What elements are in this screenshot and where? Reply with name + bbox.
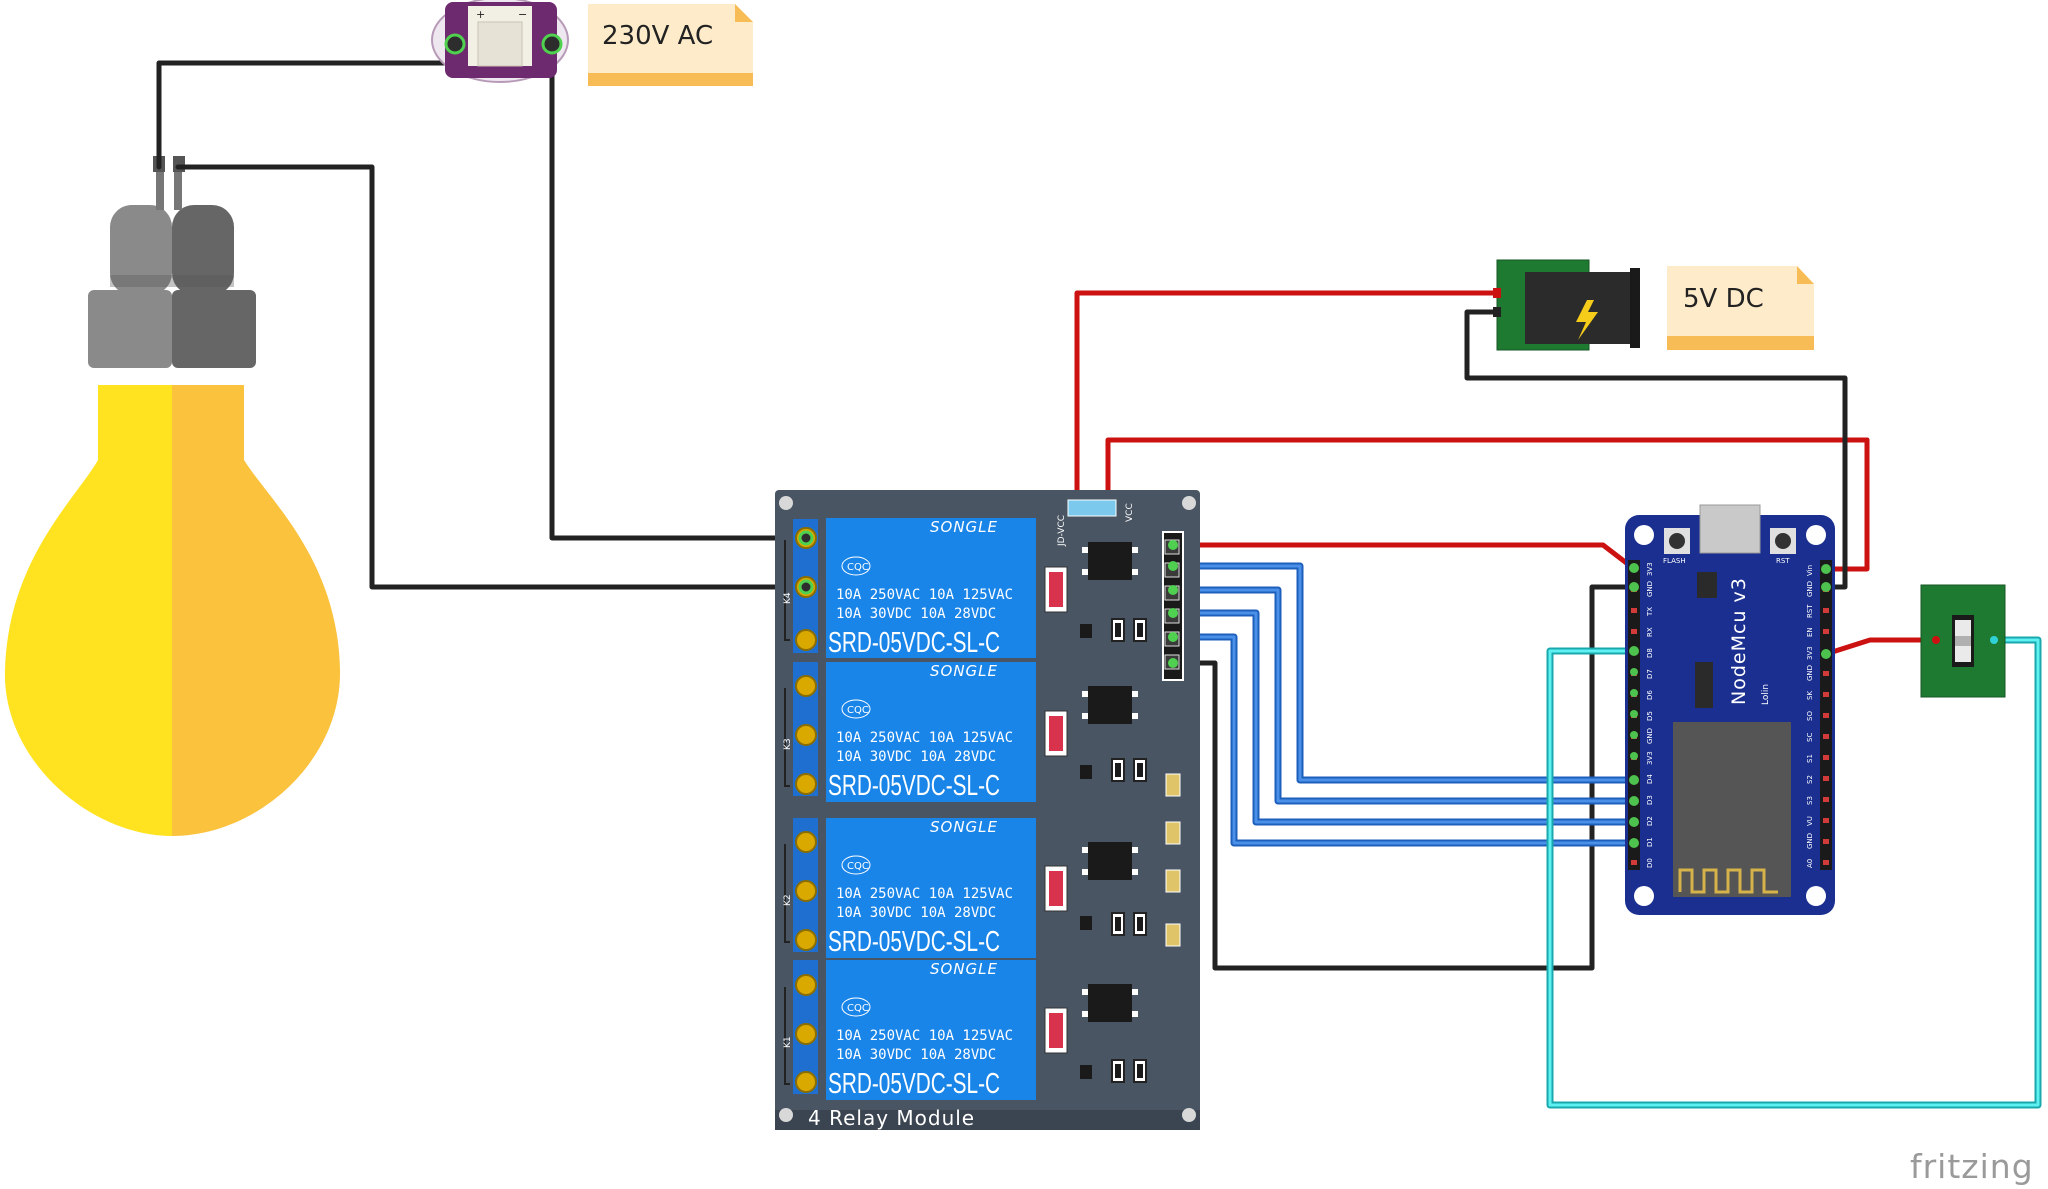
relay-brand: SONGLE: [930, 662, 998, 680]
svg-text:+: +: [476, 8, 485, 21]
dc-power-jack: [1493, 259, 1640, 351]
pin-sk: SK: [1806, 691, 1814, 700]
flash-button-label: FLASH: [1663, 557, 1686, 565]
pin-d8: D8: [1646, 648, 1654, 658]
pin-d4: D4: [1646, 774, 1654, 784]
relay-spec-line2: 10A 30VDC 10A 28VDC: [836, 905, 996, 921]
pin-vin: Vin: [1806, 565, 1814, 576]
relay-k2: SONGLE CQC 10A 250VAC 10A 125VAC 10A 30V…: [826, 818, 1036, 958]
relay-screw-terminals: K4 K3 K2 K1: [783, 519, 818, 1094]
pin-vu: VU: [1806, 816, 1814, 826]
relay-k4: SONGLE CQC 10A 250VAC 10A 125VAC 10A 30V…: [826, 518, 1036, 659]
light-bulb: [4, 156, 341, 836]
ac-note-label: 230V AC: [602, 21, 713, 51]
relay-k3: SONGLE CQC 10A 250VAC 10A 125VAC 10A 30V…: [826, 662, 1036, 802]
pin-s2: S2: [1806, 775, 1814, 784]
fritzing-logo: fritzing: [1910, 1147, 2034, 1186]
pin-gnd: GND: [1806, 581, 1814, 597]
relay-model: SRD-05VDC-SL-C: [828, 770, 1000, 802]
rst-button-label: RST: [1776, 557, 1790, 565]
nodemcu-brand: Lolin: [1761, 684, 1771, 705]
svg-text:−: −: [518, 8, 527, 21]
pin-rx: RX: [1646, 627, 1654, 637]
pin-d5: D5: [1646, 711, 1654, 721]
relay-module: JD-VCC VCC: [775, 490, 1200, 1130]
ac-terminal-connector: + −: [431, 0, 569, 83]
pin-d1: D1: [1646, 837, 1654, 847]
relay-spec-line2: 10A 30VDC 10A 28VDC: [836, 1047, 996, 1063]
dc-note-label: 5V DC: [1683, 284, 1764, 314]
dc-note: 5V DC: [1667, 266, 1814, 350]
relay-cert: CQC: [847, 705, 869, 716]
relay-board-label: 4 Relay Module: [808, 1106, 975, 1130]
relay-spec-line2: 10A 30VDC 10A 28VDC: [836, 606, 996, 622]
jumper-label-vcc: VCC: [1125, 503, 1135, 522]
pin-gnd: GND: [1806, 833, 1814, 849]
pin-rst: RST: [1806, 604, 1814, 618]
relay-k1: SONGLE CQC 10A 250VAC 10A 125VAC 10A 30V…: [826, 960, 1036, 1100]
relay-channel-k3: K3: [783, 738, 793, 750]
relay-cert: CQC: [847, 562, 869, 573]
pin-d6: D6: [1646, 690, 1654, 700]
ac-note: 230V AC: [588, 4, 753, 86]
pin-3v3: 3V3: [1646, 562, 1654, 576]
push-button: [1920, 584, 2006, 698]
button-wires-cyan: [1546, 636, 2042, 1109]
pin-d7: D7: [1646, 669, 1654, 679]
pin-s3: S3: [1806, 796, 1814, 805]
relay-spec-line1: 10A 250VAC 10A 125VAC: [836, 730, 1013, 746]
relay-model: SRD-05VDC-SL-C: [828, 926, 1000, 958]
relay-cert: CQC: [847, 861, 869, 872]
pin-gnd: GND: [1806, 665, 1814, 681]
nodemcu-board: FLASH RST NodeMcu v3 Lolin 3V3 GND TX: [1625, 504, 1835, 915]
relay-cert: CQC: [847, 1003, 869, 1014]
relay-model: SRD-05VDC-SL-C: [828, 1068, 1000, 1100]
relay-spec-line1: 10A 250VAC 10A 125VAC: [836, 587, 1013, 603]
pin-d2: D2: [1646, 816, 1654, 826]
relay-driver-components: [1044, 542, 1181, 1083]
pin-sc: SC: [1806, 733, 1814, 742]
relay-channel-k2: K2: [783, 894, 793, 906]
pin-s1: S1: [1806, 754, 1814, 763]
pin-a0: A0: [1806, 859, 1814, 868]
nodemcu-left-pins: 3V3 GND TX RX D8 D7 D6 D5 GND 3V3 D4 D3 …: [1628, 560, 1654, 870]
power-wires-red: [1074, 290, 1939, 657]
relay-brand: SONGLE: [930, 960, 998, 978]
relay-spec-line1: 10A 250VAC 10A 125VAC: [836, 886, 1013, 902]
relay-brand: SONGLE: [930, 818, 998, 836]
pin-gnd: GND: [1646, 581, 1654, 597]
pin-so: SO: [1806, 711, 1814, 721]
nodemcu-right-pins: Vin GND RST EN 3V3 GND SK SO SC S1 S2 S3…: [1806, 560, 1832, 870]
jumper-label-jdvcc: JD-VCC: [1057, 515, 1067, 547]
nodemcu-title: NodeMcu v3: [1728, 577, 1750, 705]
signal-wires-blue: [1169, 562, 1637, 847]
pin-d3: D3: [1646, 795, 1654, 805]
pin-d0: D0: [1646, 858, 1654, 868]
relay-brand: SONGLE: [930, 518, 998, 536]
fritzing-watermark: fritzing: [1910, 1147, 2034, 1186]
pin-tx: TX: [1646, 607, 1654, 617]
pin-3v3: 3V3: [1646, 751, 1654, 765]
ground-wires-black: [1170, 309, 1848, 971]
pin-en: EN: [1806, 627, 1814, 637]
relay-channel-k4: K4: [783, 592, 793, 604]
pin-3v3: 3V3: [1806, 646, 1814, 660]
pin-gnd: GND: [1646, 728, 1654, 744]
relay-spec-line1: 10A 250VAC 10A 125VAC: [836, 1028, 1013, 1044]
relay-model: SRD-05VDC-SL-C: [828, 627, 1000, 659]
relay-spec-line2: 10A 30VDC 10A 28VDC: [836, 749, 996, 765]
relay-channel-k1: K1: [783, 1036, 793, 1048]
